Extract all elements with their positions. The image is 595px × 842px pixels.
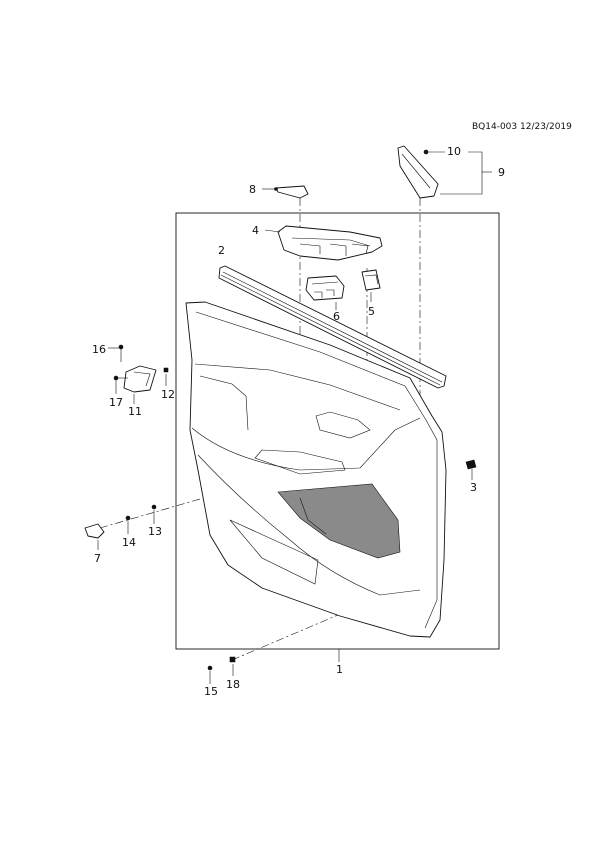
assembly-frame xyxy=(175,212,500,650)
callout-3: 3 xyxy=(470,481,477,494)
callout-17: 17 xyxy=(109,396,123,409)
window-switch xyxy=(305,275,345,310)
callout-16: 16 xyxy=(92,343,106,356)
callout-8: 8 xyxy=(249,183,256,196)
callout-9: 9 xyxy=(498,166,505,179)
callout-2: 2 xyxy=(218,244,225,257)
callout-1: 1 xyxy=(336,663,343,676)
callout-7: 7 xyxy=(94,552,101,565)
callout-14: 14 xyxy=(122,536,136,549)
document-reference: BQ14-003 12/23/2019 xyxy=(472,122,572,132)
window-switch-bezel xyxy=(264,225,383,261)
speaker-grille xyxy=(277,483,401,559)
callout-12: 12 xyxy=(161,388,175,401)
belt-line-weatherstrip xyxy=(218,265,447,389)
callout-4: 4 xyxy=(252,224,259,237)
door-trim-panel xyxy=(185,301,447,638)
upper-cover xyxy=(262,185,309,199)
fastener-screws xyxy=(125,504,340,684)
trim-clip-3 xyxy=(465,459,477,480)
callout-labels: 1 2 3 4 5 6 7 8 9 10 11 12 13 14 15 16 1… xyxy=(92,145,505,698)
callout-11: 11 xyxy=(128,405,142,418)
handle-bracket xyxy=(108,344,169,404)
handle-cover xyxy=(84,523,105,550)
callout-15: 15 xyxy=(204,685,218,698)
callout-6: 6 xyxy=(333,310,340,323)
callout-5: 5 xyxy=(368,305,375,318)
callout-18: 18 xyxy=(226,678,240,691)
callout-13: 13 xyxy=(148,525,162,538)
mirror-switch xyxy=(361,269,381,302)
callout-10: 10 xyxy=(447,145,461,158)
mirror-sail-trim xyxy=(397,145,492,199)
